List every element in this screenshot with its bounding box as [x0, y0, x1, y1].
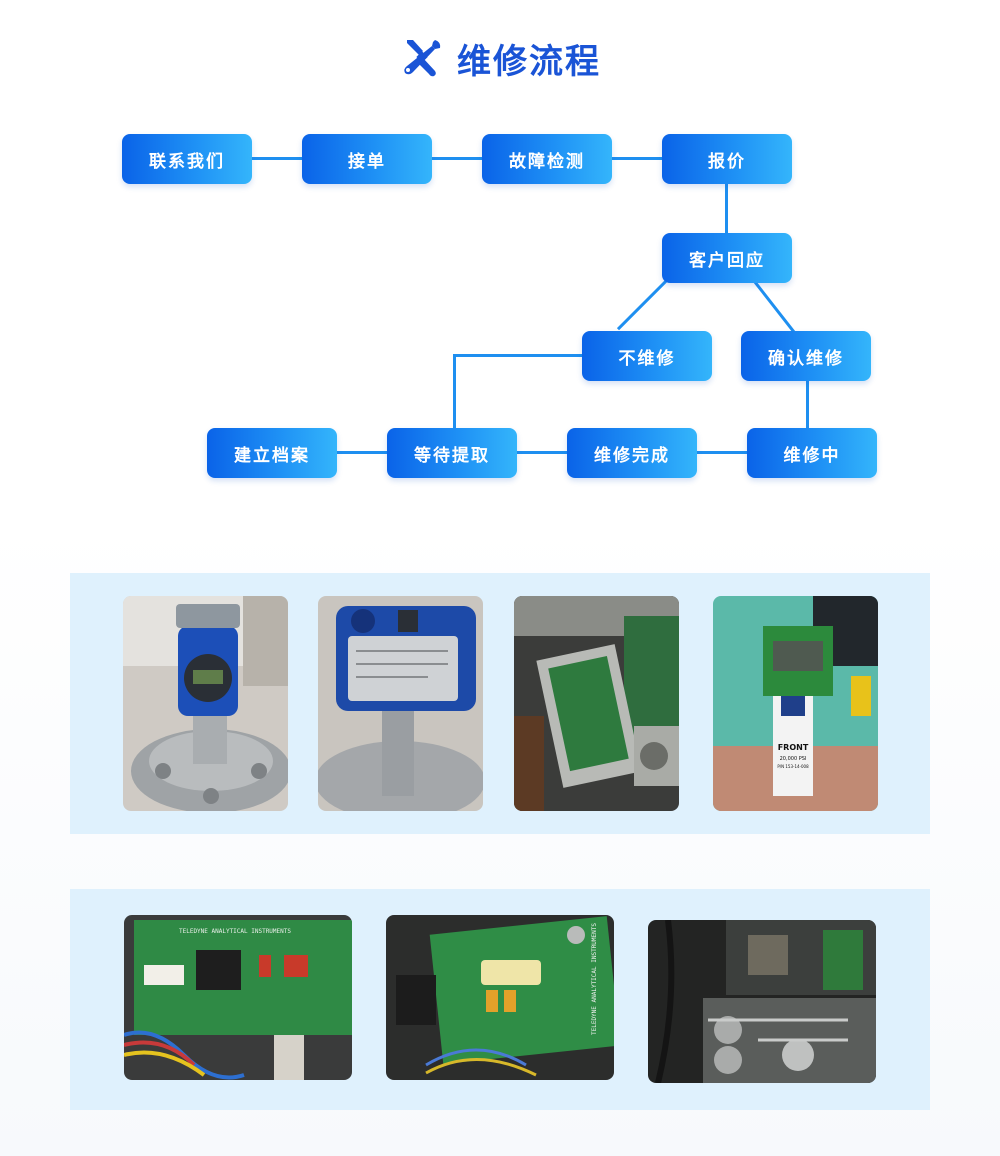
- sensor-pn-label: P/N 153-14-008: [777, 764, 809, 769]
- teledyne-board-capacitor-photo: TELEDYNE ANALYTICAL INSTRUMENTS: [386, 915, 614, 1080]
- connector-norepair-down: [453, 354, 456, 428]
- section-title: 维修流程: [0, 30, 1000, 86]
- connector-quote-response: [725, 183, 728, 233]
- connector-norepair-horizontal: [453, 354, 583, 357]
- instrument-circuit-board-photo: [514, 596, 679, 811]
- flow-node-fault-detection: 故障检测: [482, 134, 612, 184]
- teledyne-circuit-board-photo: TELEDYNE ANALYTICAL INSTRUMENTS: [124, 915, 352, 1080]
- flow-node-await-pickup: 等待提取: [387, 428, 517, 478]
- connector-archive-await: [337, 451, 387, 454]
- flow-node-confirm-repair: 确认维修: [741, 331, 871, 381]
- analyzer-internal-gas-path-photo: [648, 920, 876, 1083]
- flow-node-create-archive: 建立档案: [207, 428, 337, 478]
- blue-level-transmitter-photo: [123, 596, 288, 811]
- board-side-label: TELEDYNE ANALYTICAL INSTRUMENTS: [591, 923, 598, 1035]
- connector-contact-order: [252, 157, 302, 160]
- sensor-psi-label: 20,000 PSI: [780, 756, 807, 762]
- wrench-screwdriver-icon: [404, 40, 441, 77]
- connector-complete-inrepair: [697, 451, 747, 454]
- flow-node-contact-us: 联系我们: [122, 134, 252, 184]
- flow-node-repair-complete: 维修完成: [567, 428, 697, 478]
- connector-detect-quote: [612, 157, 662, 160]
- flow-node-take-order: 接单: [302, 134, 432, 184]
- transmitter-nameplate-photo: [318, 596, 483, 811]
- flow-node-customer-response: 客户回应: [662, 233, 792, 283]
- connector-await-complete: [517, 451, 567, 454]
- connector-response-confirm: [753, 280, 796, 335]
- connector-response-norepair: [616, 280, 668, 331]
- page-title: 维修流程: [457, 41, 601, 82]
- flow-node-no-repair: 不维修: [582, 331, 712, 381]
- connector-order-detect: [432, 157, 482, 160]
- flow-node-quotation: 报价: [662, 134, 792, 184]
- photo-gallery-1: FRONT 20,000 PSI P/N 153-14-008: [70, 573, 930, 834]
- flow-node-in-repair: 维修中: [747, 428, 877, 478]
- photo-gallery-2: TELEDYNE ANALYTICAL INSTRUMENTS TELEDYNE…: [70, 889, 930, 1110]
- board-header-label: TELEDYNE ANALYTICAL INSTRUMENTS: [179, 928, 291, 935]
- repair-flow-diagram: 联系我们 接单 故障检测 报价 客户回应 不维修 确认维修 建立档案 等待提取 …: [0, 0, 1000, 520]
- connector-confirm-inrepair: [806, 380, 809, 428]
- sensor-front-label: FRONT: [778, 743, 809, 752]
- front-sensor-module-photo: FRONT 20,000 PSI P/N 153-14-008: [713, 596, 878, 811]
